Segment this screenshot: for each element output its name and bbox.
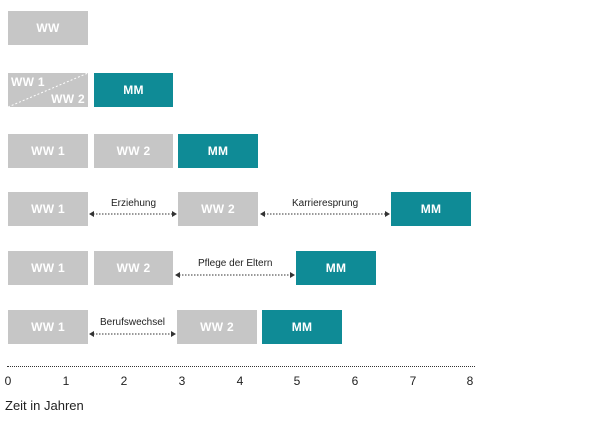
ww-box: WW xyxy=(8,11,88,45)
axis-tick-label: 0 xyxy=(4,374,12,388)
axis-tick-label: 7 xyxy=(409,374,417,388)
gap-label-pflege-der-eltern: Pflege der Eltern xyxy=(198,258,273,269)
ww1-box: WW 1 xyxy=(8,192,88,226)
ww2-label: WW 2 xyxy=(200,320,234,334)
ww2-box: WW 2 xyxy=(94,251,173,285)
ww2-box: WW 2 xyxy=(178,192,258,226)
axis-tick-label: 3 xyxy=(178,374,186,388)
diagonal-divider xyxy=(8,73,88,107)
ww2-label: WW 2 xyxy=(116,261,151,275)
mm-box: MM xyxy=(296,251,376,285)
ww1-box: WW 1 xyxy=(8,134,88,168)
double-arrow-connector xyxy=(89,331,176,337)
ww1-label: WW 1 xyxy=(31,202,65,216)
axis-title: Zeit in Jahren xyxy=(5,398,84,413)
gap-label-karrieresprung: Karrieresprung xyxy=(292,198,359,209)
ww2-box: WW 2 xyxy=(177,310,257,344)
axis-tick-label: 6 xyxy=(351,374,359,388)
gap-label-berufswechsel: Berufswechsel xyxy=(100,317,166,328)
mm-label: MM xyxy=(291,320,313,334)
mm-box: MM xyxy=(94,73,173,107)
mm-label: MM xyxy=(123,83,144,97)
ww1-box: WW 1 xyxy=(8,310,88,344)
ww1-ww2-split-box: WW 1 WW 2 xyxy=(8,73,88,107)
mm-box: MM xyxy=(178,134,258,168)
ww1-label: WW 1 xyxy=(11,75,45,89)
gap-label-erziehung: Erziehung xyxy=(111,198,157,209)
ww2-box: WW 2 xyxy=(94,134,173,168)
axis-tick-label: 4 xyxy=(236,374,244,388)
ww2-label: WW 2 xyxy=(51,92,85,106)
mm-box: MM xyxy=(391,192,471,226)
ww1-label: WW 1 xyxy=(31,261,65,275)
mm-label: MM xyxy=(207,144,229,158)
double-arrow-connector xyxy=(175,272,295,278)
axis-tick-label: 8 xyxy=(466,374,474,388)
double-arrow-connector xyxy=(260,211,390,217)
axis-tick-label: 5 xyxy=(293,374,301,388)
axis-tick-label: 1 xyxy=(62,374,70,388)
mm-label: MM xyxy=(420,202,442,216)
ww-label: WW xyxy=(36,21,60,35)
ww2-label: WW 2 xyxy=(116,144,151,158)
ww1-label: WW 1 xyxy=(31,144,65,158)
ww2-label: WW 2 xyxy=(201,202,235,216)
double-arrow-connector xyxy=(89,211,177,217)
axis-tick-label: 2 xyxy=(120,374,128,388)
mm-label: MM xyxy=(325,261,347,275)
ww1-box: WW 1 xyxy=(8,251,88,285)
mm-box: MM xyxy=(262,310,342,344)
time-axis-line xyxy=(7,366,475,367)
ww1-label: WW 1 xyxy=(31,320,65,334)
